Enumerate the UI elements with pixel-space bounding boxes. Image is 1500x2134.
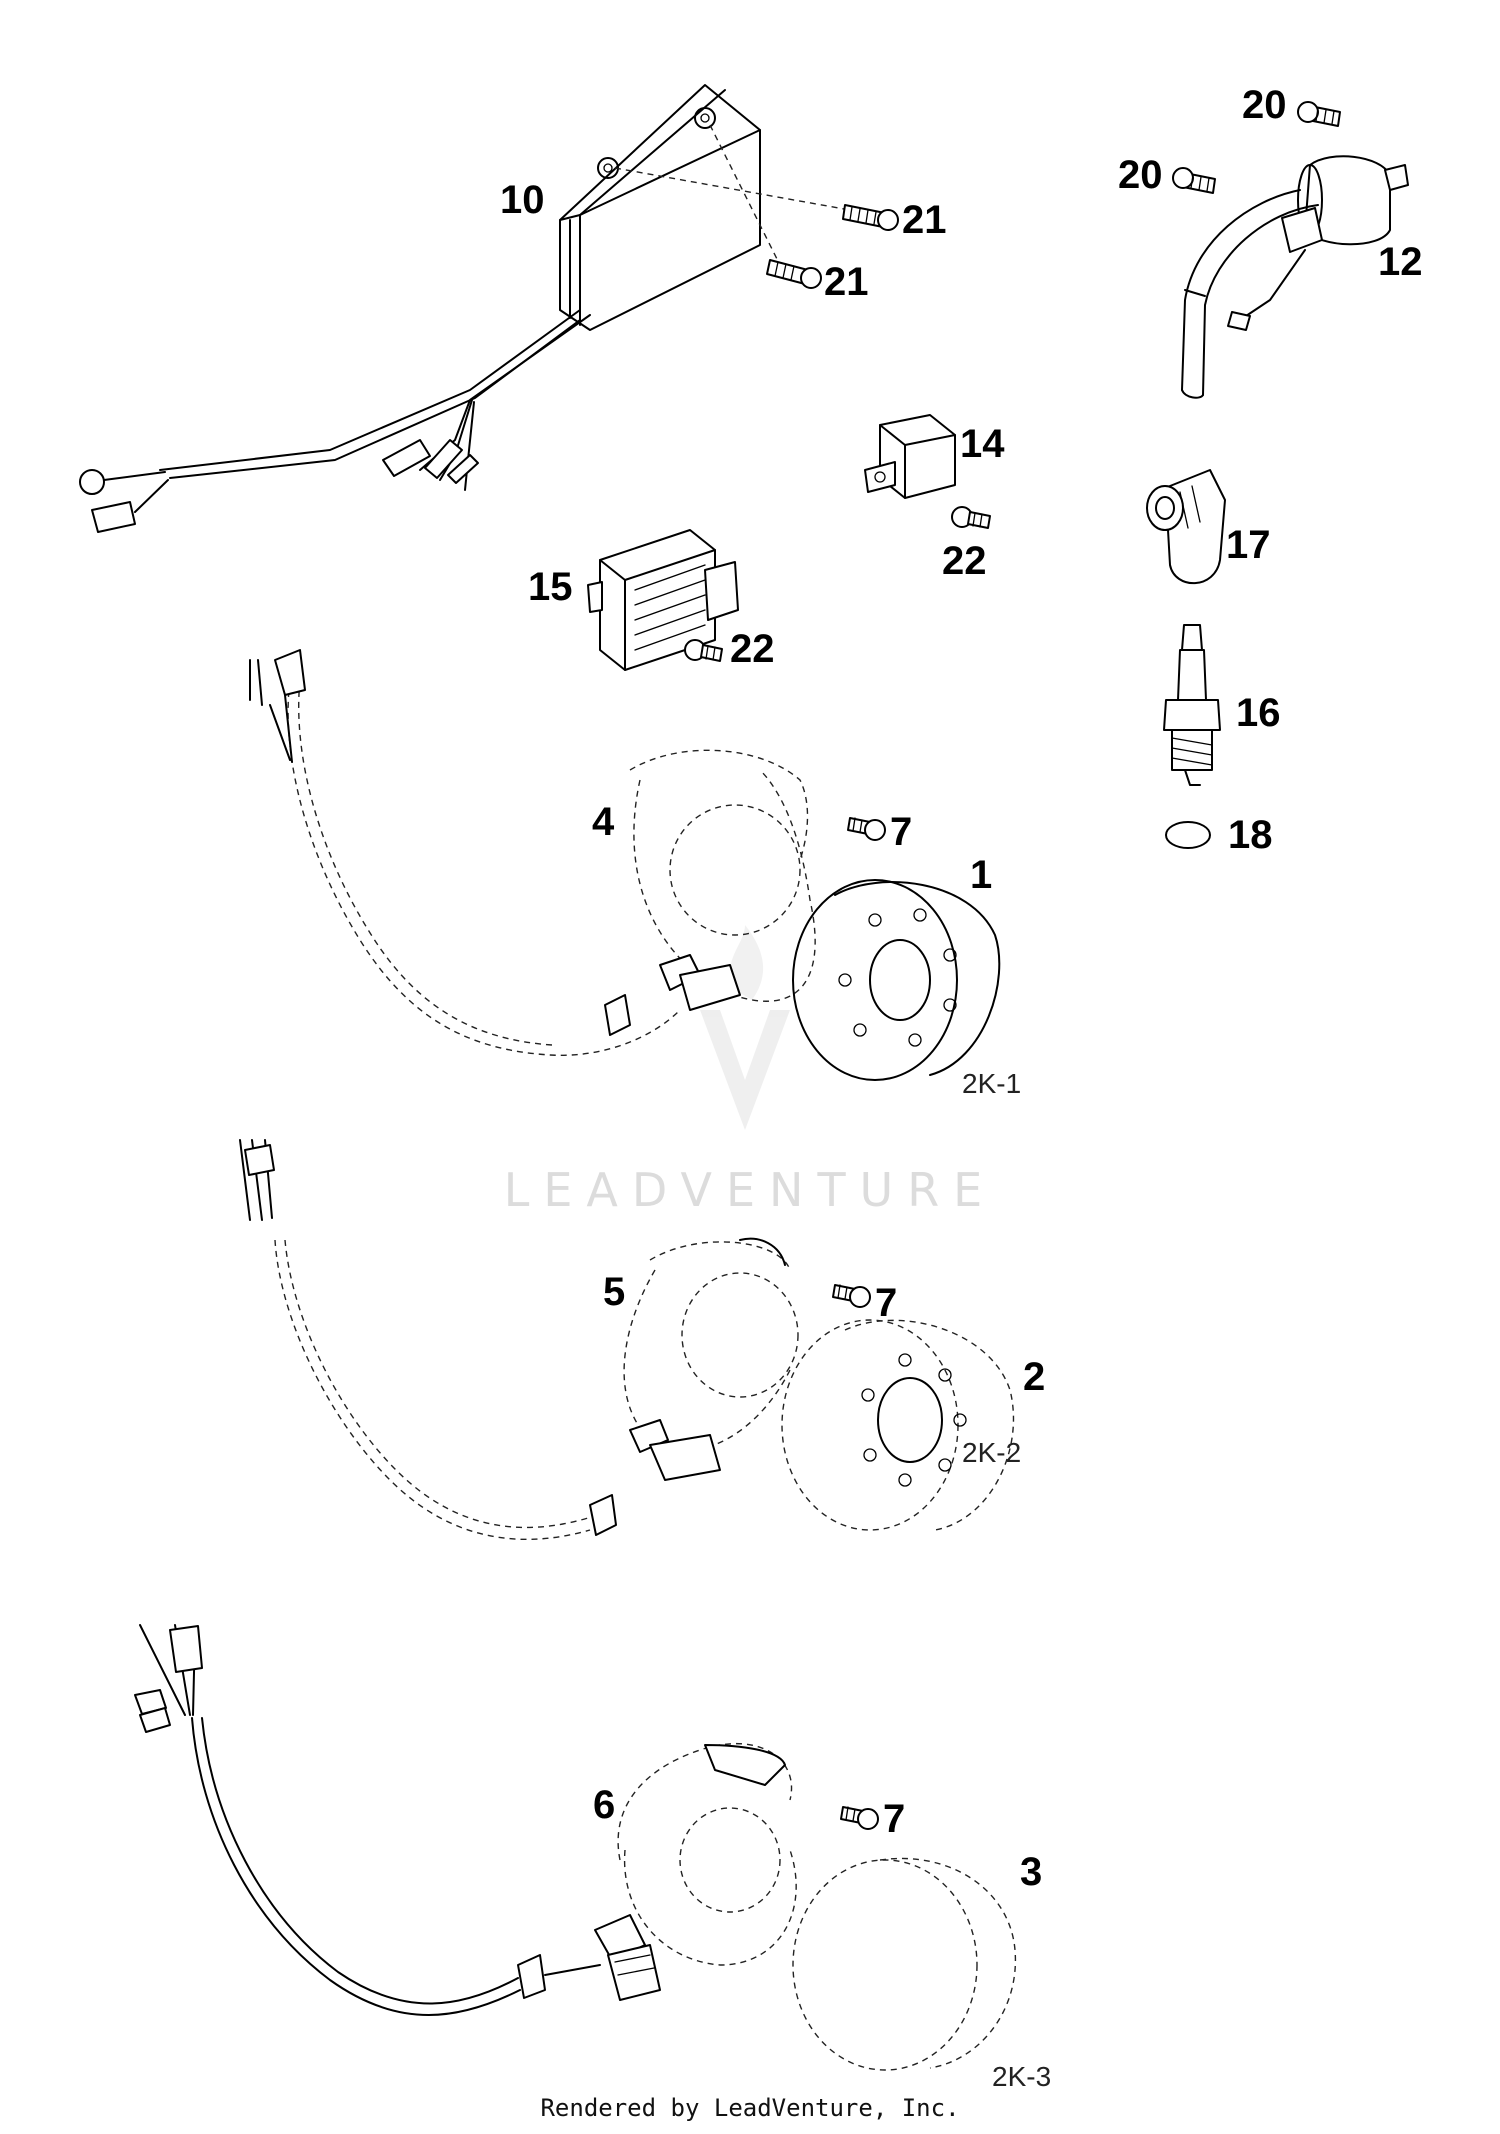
callout-4: 4: [592, 800, 615, 844]
watermark-text: LEADVENTURE: [504, 1163, 997, 1217]
spark-plug-16[interactable]: [1163, 624, 1221, 786]
variant-label-2k1: 2K-1: [962, 1068, 1021, 1099]
screw-21-upper[interactable]: [614, 167, 899, 231]
stator-6[interactable]: [134, 1624, 797, 2016]
callout-17: 17: [1226, 523, 1271, 567]
leadventure-watermark-logo: [700, 925, 790, 1130]
screw-20-upper[interactable]: [1297, 101, 1341, 127]
callout-18: 18: [1228, 813, 1273, 857]
relay-14[interactable]: [864, 414, 956, 499]
callout-14: 14: [960, 422, 1005, 466]
screw-22-relay[interactable]: [951, 506, 991, 529]
screw-20-lower[interactable]: [1172, 167, 1216, 194]
variant-label-2k2: 2K-2: [962, 1437, 1021, 1468]
callout-22-rectifier: 22: [730, 627, 775, 671]
callout-12: 12: [1378, 240, 1423, 284]
screw-7-2k2[interactable]: [832, 1284, 871, 1308]
callout-6: 6: [593, 1783, 615, 1827]
callout-1: 1: [970, 853, 992, 897]
callout-21-lower: 21: [824, 260, 869, 304]
screw-7-2k3[interactable]: [840, 1806, 879, 1830]
callout-22-relay: 22: [942, 539, 987, 583]
screw-7-2k1[interactable]: [847, 817, 886, 841]
washer-18[interactable]: [1165, 821, 1211, 849]
callout-7-2k2: 7: [875, 1281, 897, 1325]
callout-5: 5: [603, 1270, 625, 1314]
footer-credit: Rendered by LeadVenture, Inc.: [540, 2094, 960, 2122]
callout-2: 2: [1023, 1355, 1045, 1399]
ignition-coil-12[interactable]: [1181, 155, 1409, 399]
callout-20-upper: 20: [1242, 83, 1287, 127]
callout-21-upper: 21: [902, 198, 947, 242]
rectifier-15[interactable]: [587, 529, 739, 671]
callout-16: 16: [1236, 691, 1281, 735]
flywheel-3[interactable]: [792, 1857, 1017, 2071]
spark-plug-cap-17[interactable]: [1146, 469, 1226, 585]
stator-4[interactable]: [249, 649, 816, 1057]
callout-7-2k1: 7: [890, 810, 912, 854]
screw-21-lower[interactable]: [709, 124, 822, 289]
callout-15: 15: [528, 565, 573, 609]
flywheel-1[interactable]: [792, 879, 1001, 1081]
cdi-unit-10[interactable]: [79, 84, 761, 533]
callout-10: 10: [500, 178, 545, 222]
variant-label-2k3: 2K-3: [992, 2061, 1051, 2092]
callout-7-2k3: 7: [883, 1797, 905, 1841]
screw-22-rectifier[interactable]: [684, 639, 723, 662]
callout-20-lower: 20: [1118, 153, 1163, 197]
callout-3: 3: [1020, 1850, 1042, 1894]
stator-5[interactable]: [239, 1139, 799, 1541]
flywheel-2[interactable]: [781, 1319, 1015, 1531]
